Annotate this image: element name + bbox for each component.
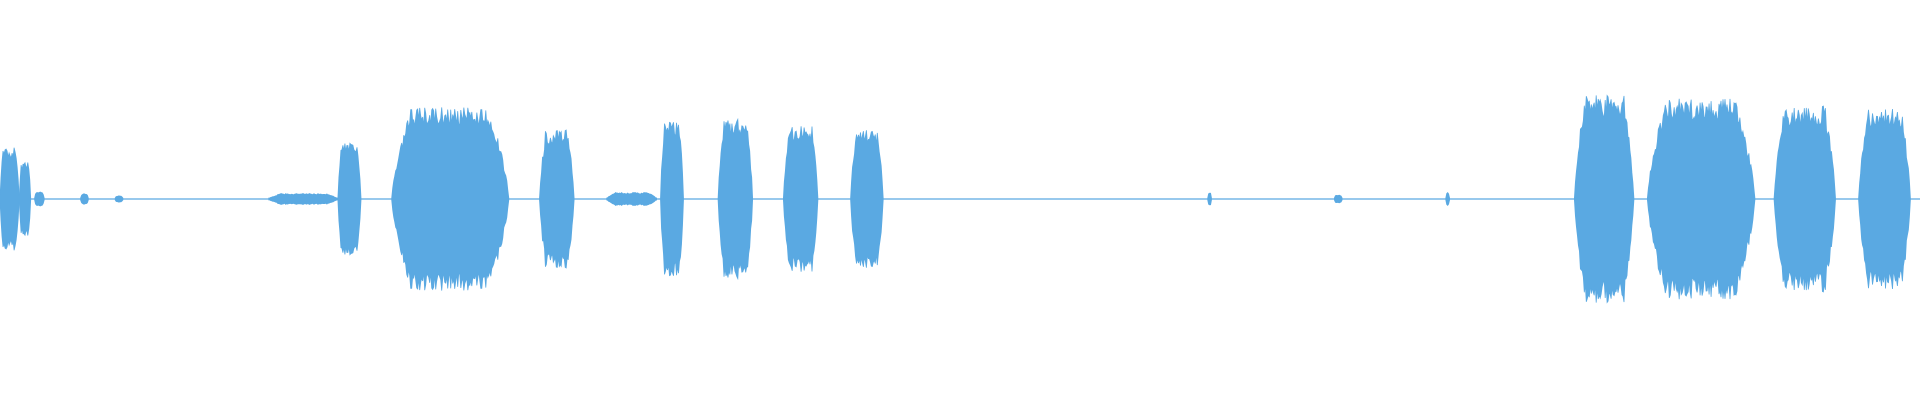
waveform-segment-11	[717, 117, 753, 281]
waveform-segment-0	[0, 147, 20, 251]
waveform-segment-7	[391, 107, 510, 291]
waveform-segment-19	[1773, 105, 1836, 293]
waveform-segment-12	[783, 126, 819, 272]
waveform-segment-20	[1858, 108, 1911, 290]
waveform-segment-3	[80, 193, 89, 205]
waveform-segment-13	[850, 130, 884, 268]
waveform-segment-14	[1207, 192, 1212, 206]
waveform-segment-18	[1647, 98, 1756, 300]
waveform-segment-8	[539, 129, 575, 269]
waveform-segment-15	[1334, 194, 1343, 204]
waveform-segment-9	[606, 191, 657, 207]
waveform-segment-16	[1445, 191, 1450, 207]
waveform-segment-17	[1574, 94, 1635, 304]
waveform-segment-4	[114, 195, 124, 203]
waveform-bars	[0, 94, 1920, 304]
waveform-segment-2	[34, 191, 45, 207]
waveform-segment-5	[268, 193, 339, 205]
waveform-segment-1	[18, 161, 32, 237]
waveform-segment-10	[660, 121, 684, 277]
waveform-segment-6	[337, 142, 362, 256]
